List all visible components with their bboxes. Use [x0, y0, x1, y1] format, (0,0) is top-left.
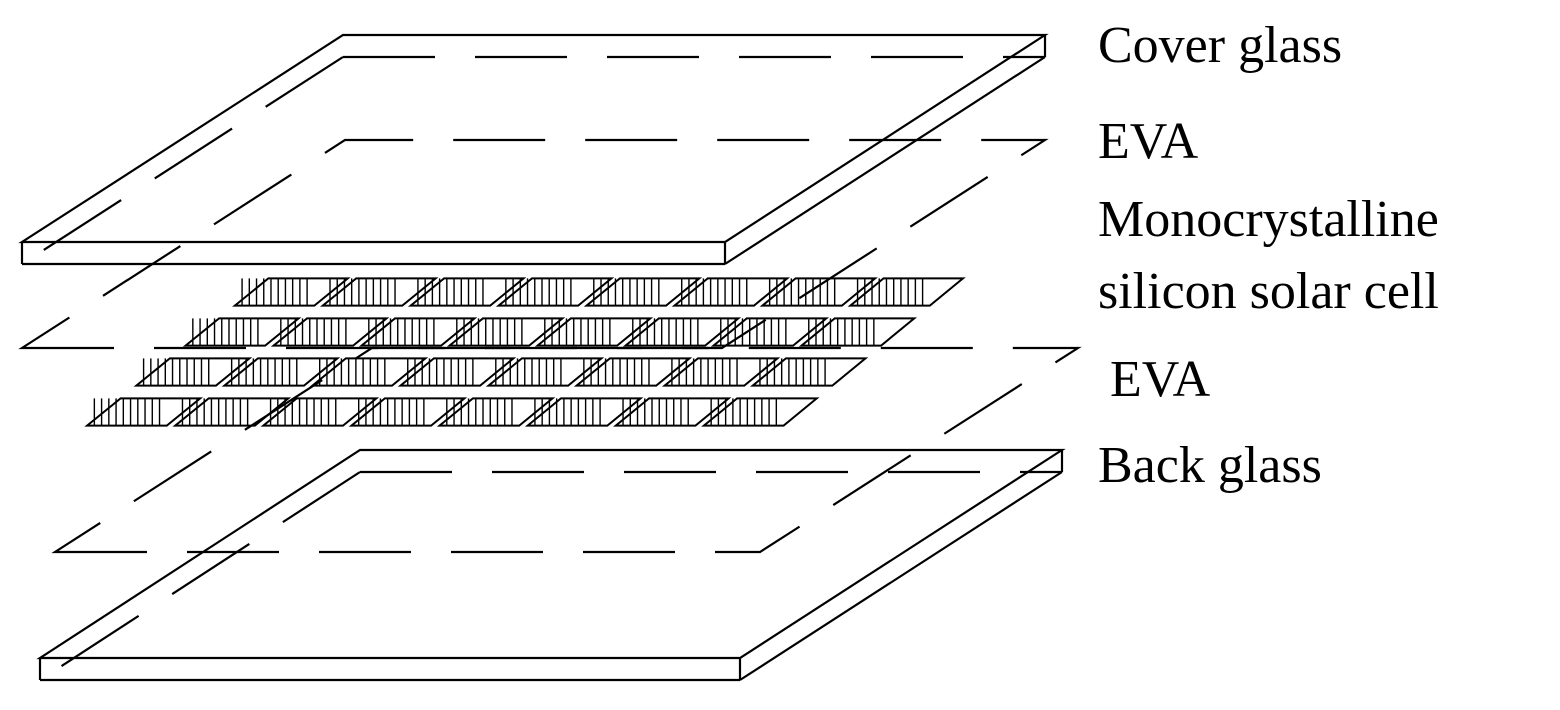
solar-cell — [358, 317, 478, 347]
solar-cell — [84, 397, 204, 427]
solar-cell — [495, 277, 615, 307]
solar-cell — [701, 397, 820, 427]
back-glass-label: Back glass — [1098, 437, 1322, 494]
solar-cell — [232, 277, 351, 307]
cover-glass-layer — [18, 33, 1049, 266]
solar-cell — [798, 317, 918, 347]
eva-bottom-label: EVA — [1110, 351, 1211, 408]
back-glass-layer — [36, 448, 1066, 682]
solar-cell — [182, 317, 302, 347]
solar-cell — [172, 397, 292, 427]
solar-cell — [270, 317, 390, 347]
solar-cell — [407, 277, 527, 307]
solar-cell-label: Monocrystalline silicon solar cell — [1098, 184, 1439, 328]
solar-cell — [309, 357, 429, 387]
solar-cell — [446, 317, 566, 347]
eva-top-layer — [18, 138, 1049, 350]
solar-cell — [847, 277, 966, 307]
solar-cell-label-line-2: silicon solar cell — [1098, 263, 1439, 320]
eva-top-label: EVA — [1098, 113, 1199, 170]
solar-cell — [749, 357, 869, 387]
solar-cell-grid — [84, 277, 966, 427]
solar-cell — [319, 277, 439, 307]
cover-glass-label: Cover glass — [1098, 17, 1343, 74]
solar-cell — [133, 357, 253, 387]
solar-cell — [260, 397, 380, 427]
solar-cell-label-line-1: Monocrystalline — [1098, 191, 1439, 248]
